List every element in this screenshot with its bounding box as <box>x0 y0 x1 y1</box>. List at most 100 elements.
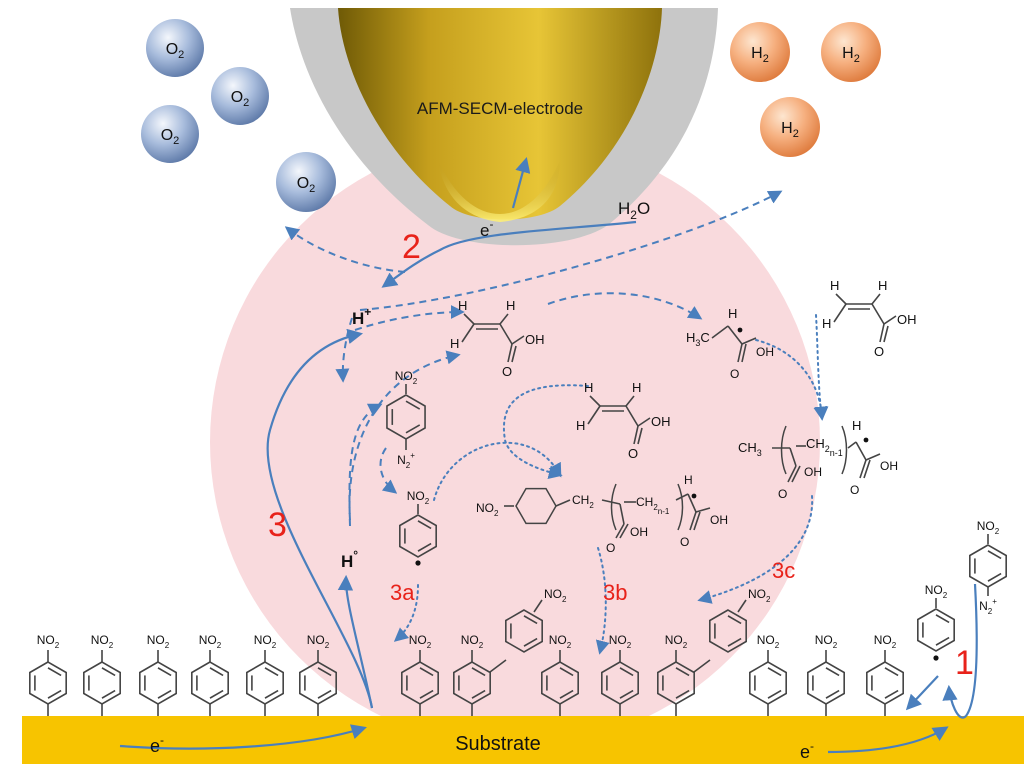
nitrophenyl-radical-right: NO2 <box>917 583 955 661</box>
arrow-h-radical <box>337 574 374 709</box>
h-label: H <box>458 298 467 313</box>
dashed-arrows <box>284 190 783 527</box>
nitro-label: NO2 <box>925 583 948 600</box>
h-label: H <box>830 278 839 293</box>
o-label: O <box>606 541 615 555</box>
benzene-ring <box>83 661 121 705</box>
grafted-nitrophenyl: NO2 <box>139 633 177 716</box>
h-label: H <box>576 418 585 433</box>
afm-secm-electrode: AFM-SECM-electrode <box>290 8 718 246</box>
h-label: H <box>506 298 515 313</box>
oh-label: OH <box>897 312 917 327</box>
h-label: H <box>878 278 887 293</box>
water-label: H2O <box>618 199 650 222</box>
ch3-label: H3C <box>686 330 710 348</box>
o2n-label: NO2 <box>476 501 499 518</box>
ch2-label: CH2n-1 <box>806 436 843 458</box>
oh-label: OH <box>880 459 898 473</box>
nitro-label: NO2 <box>977 519 1000 536</box>
h2-bubble-3: H2 <box>760 97 820 157</box>
arrow-aryl-to-polymer <box>433 441 562 501</box>
h2-bubble-1: H2 <box>730 22 790 82</box>
benzene-ring <box>191 661 229 705</box>
h-label: H <box>632 380 641 395</box>
grafted-nitrophenyl: NO2 <box>246 633 284 716</box>
h-label: H <box>852 418 861 433</box>
arrow-electron-left <box>119 724 367 750</box>
step-2-label: 2 <box>402 228 421 266</box>
acrylic-acid-1: H H H OH O <box>450 298 545 379</box>
electrode-tip <box>338 8 662 220</box>
o-label: O <box>628 446 638 461</box>
svg-text:H2: H2 <box>842 45 860 65</box>
nitro-label: NO2 <box>199 633 222 650</box>
ch3-label: CH3 <box>738 440 762 458</box>
electron-right-label: e- <box>800 739 814 762</box>
grafted-nitrophenyl: NO2 <box>601 633 639 716</box>
svg-text:O2: O2 <box>161 127 180 147</box>
o2-bubble-4: O2 <box>276 152 336 212</box>
dotted-arrows <box>393 314 829 655</box>
grafted-nitrophenyl: NO2 <box>541 633 579 716</box>
h-label: H <box>728 306 737 321</box>
nitro-label: NO2 <box>307 633 330 650</box>
radical-dot <box>863 437 869 443</box>
electron-left-label: e- <box>150 733 164 756</box>
nitro-label: NO2 <box>748 587 771 604</box>
benzene-ring <box>749 661 787 705</box>
step-3-label: 3 <box>268 506 287 544</box>
o2-bubble-1: O2 <box>146 19 204 77</box>
svg-text:O2: O2 <box>166 41 185 61</box>
o2-label-2: O <box>231 89 243 106</box>
arrow-monomer-addition <box>813 314 828 421</box>
h-label: H <box>684 473 693 487</box>
h-label: H <box>822 316 831 331</box>
grafted-nitrophenyl: NO2 <box>401 633 439 716</box>
electrode-tip-glow <box>438 160 560 222</box>
oh-label: OH <box>525 332 545 347</box>
nitro-label: NO2 <box>147 633 170 650</box>
o-label: O <box>680 535 689 549</box>
nitro-label: NO2 <box>409 633 432 650</box>
arrow-electron-to-tip <box>511 157 531 209</box>
electrode-label: AFM-SECM-electrode <box>417 99 583 118</box>
ch2-label: CH2 <box>572 493 594 510</box>
step-3b-label: 3b <box>603 580 627 605</box>
radical-dot <box>691 493 697 499</box>
arrow-acrylic-to-polymer <box>502 384 589 480</box>
benzene-ring <box>139 661 177 705</box>
benzene-ring <box>399 514 437 558</box>
h-label: H <box>450 336 459 351</box>
electron-tip-label: e- <box>480 217 493 240</box>
svg-text:H2: H2 <box>781 120 799 140</box>
radical-dot <box>933 655 939 661</box>
arrow-h-to-acrylic <box>348 350 461 521</box>
benzene-ring <box>505 609 543 653</box>
arrow-3c <box>697 495 814 604</box>
benzene-ring <box>807 661 845 705</box>
nitro-label: NO2 <box>91 633 114 650</box>
o-label: O <box>502 364 512 379</box>
grafted-nitrophenyl: NO2 <box>807 633 845 716</box>
nitro-label: NO2 <box>461 633 484 650</box>
svg-text:H2: H2 <box>751 45 769 65</box>
radical-dot <box>415 560 421 566</box>
h2-bubble-2: H2 <box>821 22 881 82</box>
nitro-label: NO2 <box>407 489 430 506</box>
grafted-nitrophenyl: NO2 <box>749 633 787 716</box>
benzene-ring <box>29 661 67 705</box>
arrow-3a <box>393 584 419 642</box>
reaction-zone <box>210 137 820 747</box>
grafted-nitrophenyl: NO2 <box>299 633 337 716</box>
radical-dot <box>737 327 743 333</box>
grafted-nitrophenyl: NO2 <box>83 633 121 716</box>
arrow-to-oxygen <box>284 226 406 273</box>
nitro-label: NO2 <box>254 633 277 650</box>
grafted-nitrophenyl: NO2 <box>191 633 229 716</box>
